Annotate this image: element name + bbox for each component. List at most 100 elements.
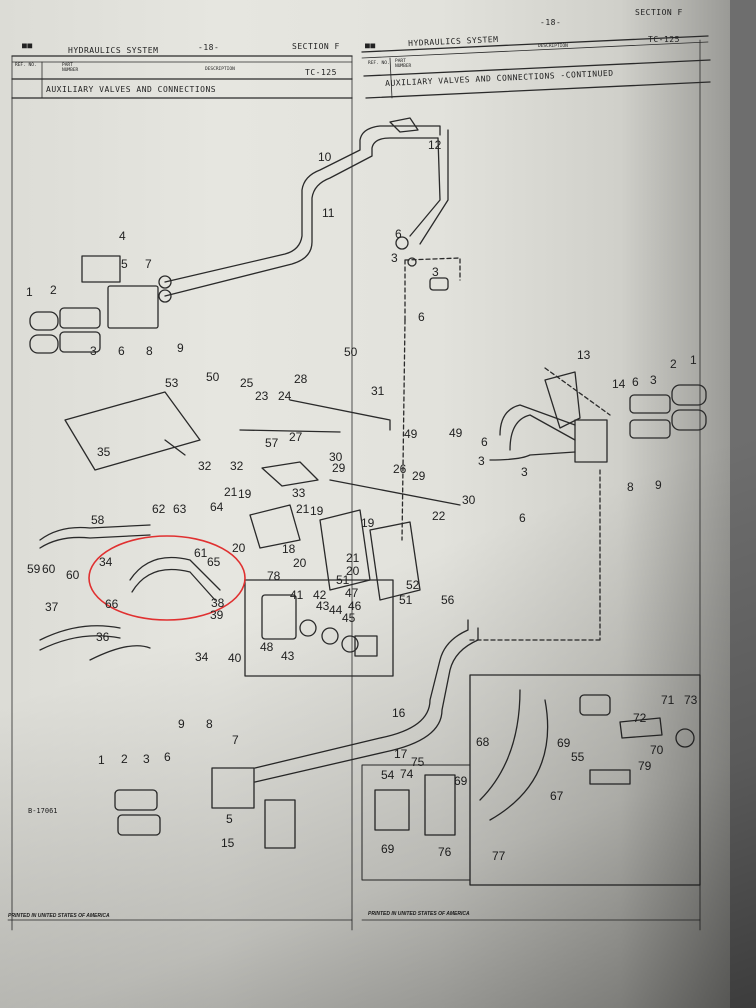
- callout-38: 38: [211, 596, 225, 610]
- callout-4: 4: [119, 229, 126, 243]
- callout-14: 14: [612, 377, 626, 391]
- callout-55: 55: [571, 750, 585, 764]
- fitting-group-top-left: [29, 255, 172, 354]
- callout-44: 44: [329, 603, 343, 617]
- callout-43b: 43: [281, 649, 295, 663]
- callout-3c: 3: [432, 265, 439, 279]
- pipe-10-11: [164, 125, 449, 297]
- left-header-lines: [11, 55, 353, 931]
- callout-54: 54: [381, 768, 395, 782]
- right-header-section: SECTION F: [635, 8, 683, 17]
- callout-45: 45: [342, 611, 356, 625]
- callout-76: 76: [438, 845, 452, 859]
- callout-6d: 6: [632, 375, 639, 389]
- callout-19c: 19: [361, 516, 375, 530]
- callout-20c: 20: [346, 564, 360, 578]
- callout-2b: 2: [670, 357, 677, 371]
- inset-box-41-48: [244, 579, 394, 677]
- callout-69: 69: [454, 774, 468, 788]
- footer-left: PRINTED IN UNITED STATES OF AMERICA: [8, 913, 110, 919]
- figure-id: B-17061: [28, 807, 58, 815]
- callout-37: 37: [45, 600, 59, 614]
- callout-9: 9: [177, 341, 184, 355]
- left-header-page: -18-: [198, 43, 220, 52]
- callout-67: 67: [550, 789, 564, 803]
- callout-72: 72: [633, 711, 647, 725]
- right-col-part: PART NUMBER: [395, 59, 412, 69]
- callout-24: 24: [278, 389, 292, 403]
- highlight-circle: [88, 535, 246, 621]
- rod-31: [289, 399, 391, 431]
- callout-59: 59: [27, 562, 41, 576]
- callout-47: 47: [345, 586, 359, 600]
- callout-19: 19: [238, 487, 252, 501]
- callout-49: 49: [404, 427, 418, 441]
- callout-66: 66: [105, 597, 119, 611]
- left-header-title: HYDRAULICS SYSTEM: [68, 46, 159, 55]
- callout-9c: 9: [178, 717, 185, 731]
- left-model: TC-125: [305, 68, 337, 77]
- callout-27: 27: [289, 430, 303, 444]
- callout-6: 6: [118, 344, 125, 358]
- valve-stack-19: [249, 504, 421, 601]
- callout-73: 73: [684, 693, 698, 707]
- right-model: TC-125: [648, 35, 680, 44]
- fitting-group-bottom-left: [114, 767, 296, 849]
- callout-51b: 51: [399, 593, 413, 607]
- callout-48: 48: [260, 640, 274, 654]
- callout-6f: 6: [519, 511, 526, 525]
- pipe-65: [129, 556, 221, 591]
- right-col-desc: DESCRIPTION: [538, 44, 568, 49]
- callout-20b: 20: [293, 556, 307, 570]
- callout-77: 77: [492, 849, 506, 863]
- callout-29: 29: [332, 461, 346, 475]
- callout-13: 13: [577, 348, 591, 362]
- left-col-ref: REF. NO.: [15, 63, 37, 68]
- callout-21c: 21: [346, 551, 360, 565]
- callout-29b: 29: [412, 469, 426, 483]
- callout-19b: 19: [310, 504, 324, 518]
- callout-34b: 34: [195, 650, 209, 664]
- callout-68: 68: [476, 735, 490, 749]
- right-header-page: -18-: [540, 18, 562, 27]
- callout-1: 1: [26, 285, 33, 299]
- callout-6g: 6: [164, 750, 171, 764]
- callout-71: 71: [661, 693, 675, 707]
- callout-32: 32: [198, 459, 212, 473]
- callout-43: 43: [316, 599, 330, 613]
- callout-22: 22: [432, 509, 446, 523]
- callout-49b: 49: [449, 426, 463, 440]
- right-header-lines: [361, 35, 711, 931]
- callout-78: 78: [267, 569, 281, 583]
- callout-56: 56: [441, 593, 455, 607]
- callout-31: 31: [371, 384, 385, 398]
- pipe-58: [39, 524, 151, 541]
- callout-30: 30: [329, 450, 343, 464]
- fitting-group-upper-right: [395, 236, 461, 321]
- hose-67: [489, 699, 549, 821]
- callout-28: 28: [294, 372, 308, 386]
- callout-60: 60: [42, 562, 56, 576]
- callout-10: 10: [318, 150, 332, 164]
- left-subtitle: AUXILIARY VALVES AND CONNECTIONS: [46, 85, 217, 94]
- hose-68: [479, 689, 521, 801]
- callout-50b: 50: [206, 370, 220, 384]
- callout-20: 20: [232, 541, 246, 555]
- callout-60b: 60: [66, 568, 80, 582]
- callout-2: 2: [50, 283, 57, 297]
- callout-1c: 1: [98, 753, 105, 767]
- routing-dashed-line: [401, 319, 406, 541]
- callout-50: 50: [344, 345, 358, 359]
- plate-35: [64, 391, 201, 471]
- callout-34: 34: [99, 555, 113, 569]
- callout-65: 65: [207, 555, 221, 569]
- callout-53: 53: [165, 376, 179, 390]
- callout-12: 12: [428, 138, 442, 152]
- valve-body-54: [374, 789, 410, 831]
- callout-61: 61: [194, 546, 208, 560]
- callout-40: 40: [228, 651, 242, 665]
- callout-3f: 3: [521, 465, 528, 479]
- callout-69b: 69: [381, 842, 395, 856]
